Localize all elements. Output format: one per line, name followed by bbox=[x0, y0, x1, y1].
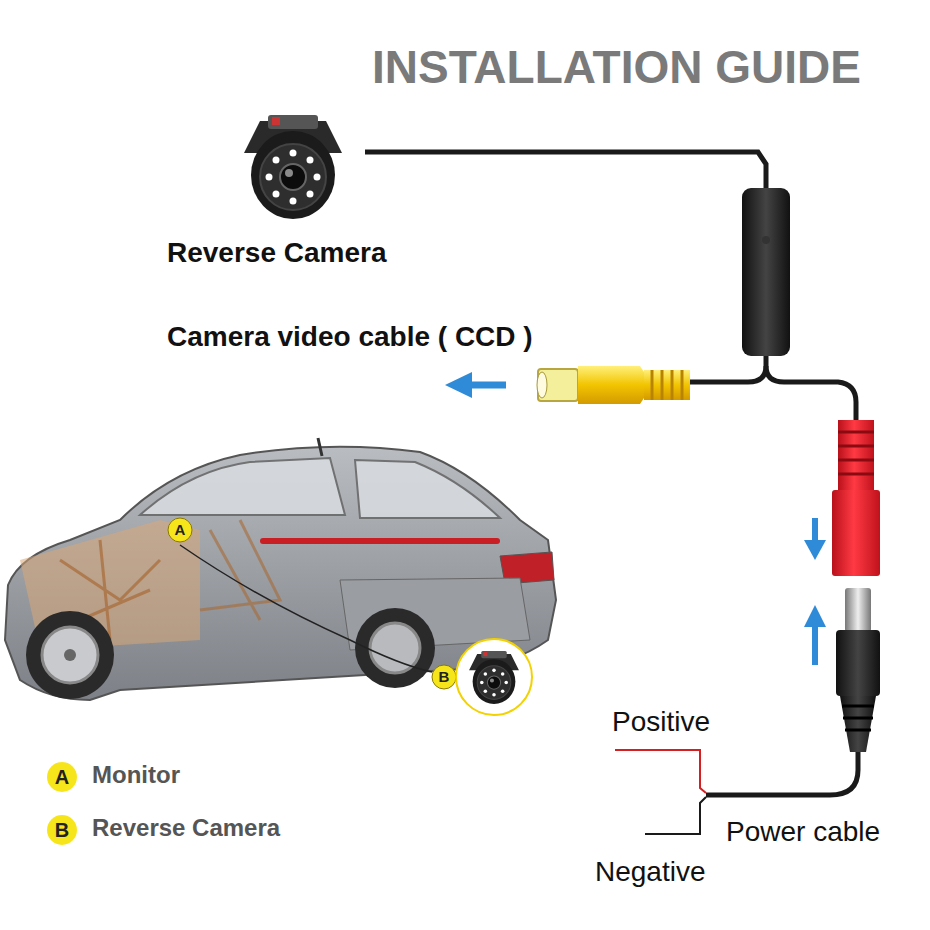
rca-connector bbox=[537, 366, 690, 404]
camera-icon bbox=[244, 115, 342, 219]
camera-cable bbox=[365, 152, 766, 190]
wire-label: Negative bbox=[595, 855, 706, 889]
cable-module bbox=[742, 188, 790, 356]
legend-text: Reverse Camera bbox=[92, 814, 280, 843]
part-label: Camera video cable ( CCD ) bbox=[167, 320, 533, 354]
part-label: Reverse Camera bbox=[167, 236, 387, 270]
negative-wire bbox=[645, 797, 706, 834]
power-cable bbox=[706, 752, 858, 795]
legend-text: Monitor bbox=[92, 761, 180, 790]
title: INSTALLATION GUIDE bbox=[372, 40, 861, 95]
dc-plug bbox=[836, 588, 880, 752]
positive-wire bbox=[615, 750, 706, 793]
power-socket bbox=[832, 420, 880, 576]
callout-letter: B bbox=[47, 818, 77, 842]
callout-letter: B bbox=[429, 668, 459, 686]
callout-letter: A bbox=[165, 521, 195, 539]
camera-icon bbox=[469, 651, 519, 704]
wire-label: Positive bbox=[612, 705, 710, 739]
callout-letter: A bbox=[47, 765, 77, 789]
camera-bubble bbox=[456, 639, 532, 715]
legend-swatch bbox=[47, 762, 77, 792]
part-label: Power cable bbox=[726, 815, 880, 849]
legend-swatch bbox=[47, 815, 77, 845]
